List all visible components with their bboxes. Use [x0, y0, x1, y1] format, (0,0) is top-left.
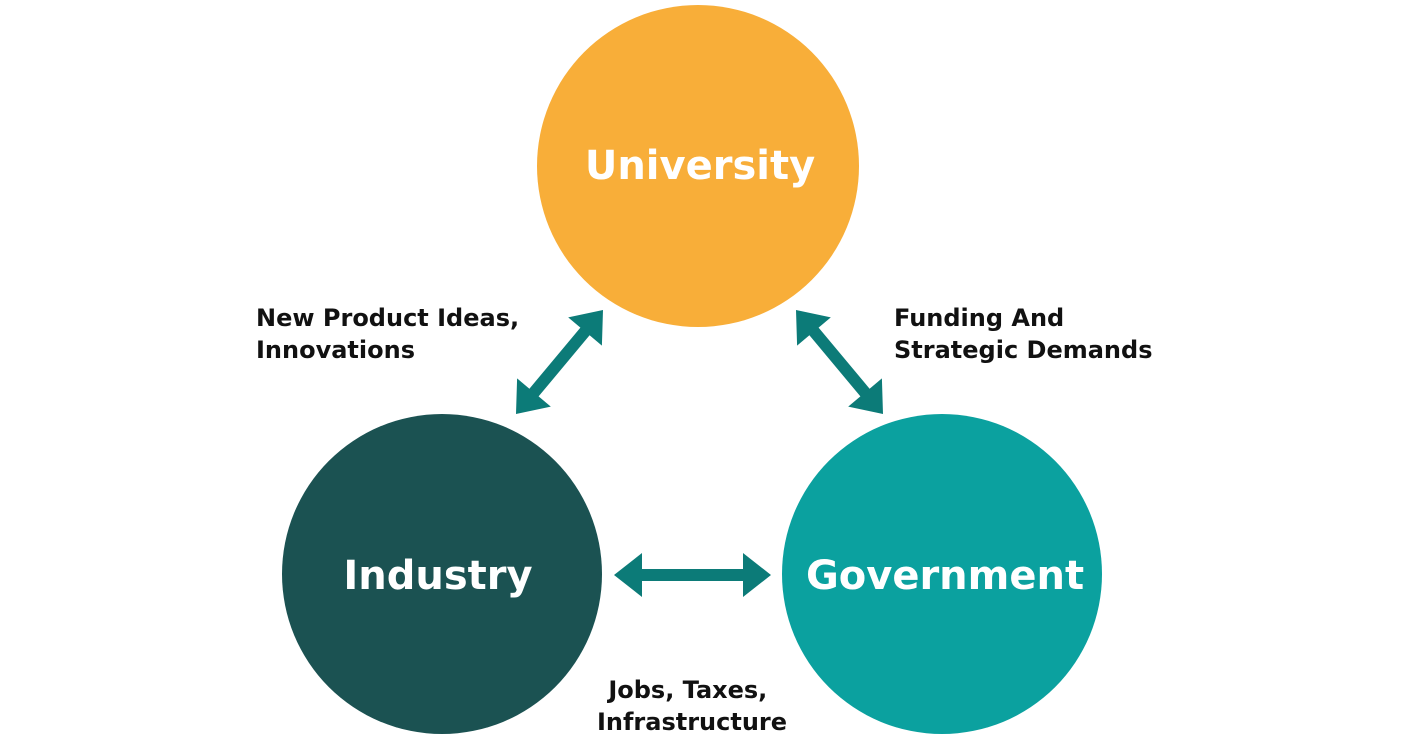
industry-circle — [282, 414, 602, 734]
arrow-university-government — [796, 310, 883, 414]
government-circle — [782, 414, 1102, 734]
university-label: University — [585, 143, 815, 189]
arrow-industry-government — [614, 553, 771, 597]
node-industry: Industry — [282, 414, 602, 734]
edge-label-industry-government-line2: Infrastructure — [597, 708, 787, 736]
edge-label-industry-university: New Product Ideas, Innovations — [256, 304, 527, 364]
edge-label-university-government: Funding And Strategic Demands — [894, 304, 1152, 364]
edge-label-industry-government-line1: Jobs, Taxes, — [606, 676, 767, 704]
edge-label-industry-university-line1: New Product Ideas, — [256, 304, 519, 332]
node-government: Government — [782, 414, 1102, 734]
university-circle — [537, 5, 859, 327]
arrow-industry-university — [516, 310, 603, 414]
edge-label-industry-government: Jobs, Taxes, Infrastructure — [597, 676, 787, 736]
edge-label-university-government-line2: Strategic Demands — [894, 336, 1152, 364]
government-label: Government — [806, 553, 1084, 599]
node-university: University — [537, 5, 859, 327]
edge-label-industry-university-line2: Innovations — [256, 336, 415, 364]
industry-label: Industry — [343, 553, 532, 599]
edge-label-university-government-line1: Funding And — [894, 304, 1064, 332]
